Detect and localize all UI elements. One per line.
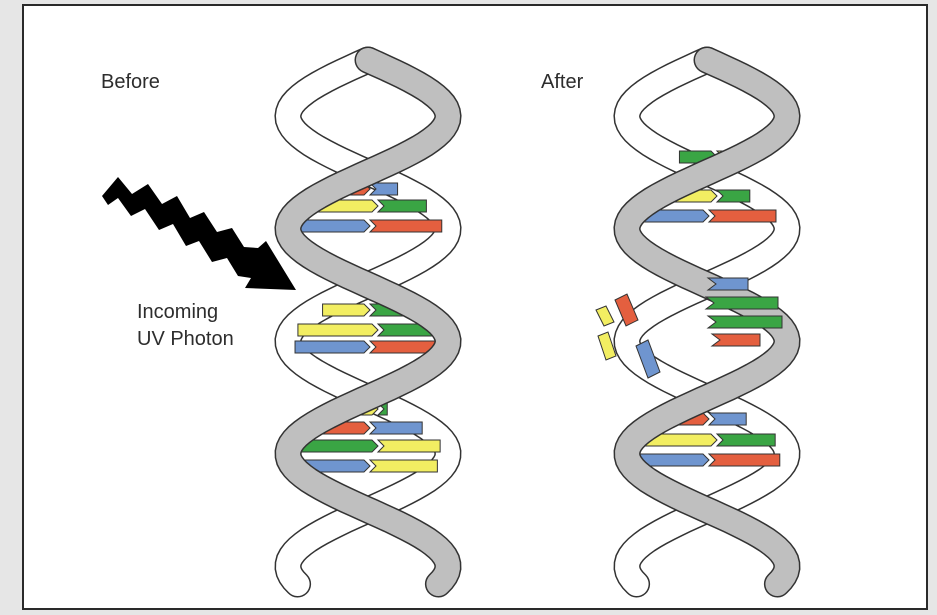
base-right [370,220,442,232]
base-right [370,460,437,472]
base-right [717,190,750,202]
uv-photon-arrow-icon [102,177,296,290]
damaged-base-fragment [596,306,614,326]
base-right [709,454,780,466]
dna-helix-after [596,60,787,584]
damaged-base-fragment [706,297,778,309]
damaged-base-fragment [712,334,760,346]
base-right [709,210,776,222]
base-left [298,324,378,336]
base-left [295,341,370,353]
base-right [370,422,422,434]
photon-label-line2: UV Photon [137,328,234,350]
dna-helix-before [288,60,448,584]
base-right [378,440,440,452]
before-label: Before [101,71,160,93]
base-right [717,434,775,446]
damaged-base-fragment [708,316,782,328]
photon-label-line1: Incoming [137,301,218,323]
base-right [378,200,426,212]
base-right [709,413,746,425]
base-left [323,304,370,316]
after-label: After [541,71,584,93]
damaged-base-fragment [598,332,616,360]
